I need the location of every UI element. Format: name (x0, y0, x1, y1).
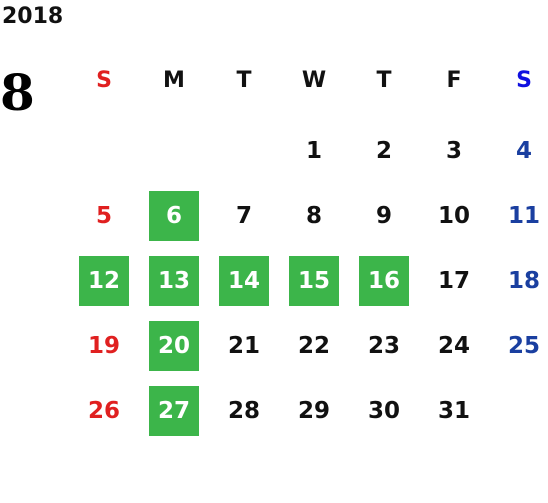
day-cell-14[interactable]: 14 (219, 256, 269, 306)
day-cell-16[interactable]: 16 (359, 256, 409, 306)
day-cell-28[interactable]: 28 (227, 397, 260, 424)
day-cell-12[interactable]: 12 (79, 256, 129, 306)
day-cell-31[interactable]: 31 (437, 397, 470, 424)
day-cell-10[interactable]: 10 (437, 202, 470, 229)
day-cell-26[interactable]: 26 (87, 397, 120, 424)
day-cell-6[interactable]: 6 (149, 191, 199, 241)
day-cell-27[interactable]: 27 (149, 386, 199, 436)
day-cell-21[interactable]: 21 (227, 332, 260, 359)
day-cell-24[interactable]: 24 (437, 332, 470, 359)
day-cell-11[interactable]: 11 (507, 202, 540, 229)
day-cell-5[interactable]: 5 (95, 202, 112, 229)
day-cell-8[interactable]: 8 (305, 202, 322, 229)
day-cell-20[interactable]: 20 (149, 321, 199, 371)
day-cell-1[interactable]: 1 (305, 137, 322, 164)
weekday-header-6: S (516, 68, 532, 93)
weekday-header-5: F (446, 68, 462, 93)
day-cell-23[interactable]: 23 (367, 332, 400, 359)
weekday-header-4: T (376, 68, 392, 93)
weekday-header-2: T (236, 68, 252, 93)
day-cell-7[interactable]: 7 (235, 202, 252, 229)
month-number: 8 (0, 63, 35, 122)
weekday-header-0: S (96, 68, 112, 93)
day-cell-30[interactable]: 30 (367, 397, 400, 424)
day-cell-15[interactable]: 15 (289, 256, 339, 306)
day-cell-25[interactable]: 25 (507, 332, 540, 359)
day-cell-4[interactable]: 4 (515, 137, 532, 164)
day-cell-13[interactable]: 13 (149, 256, 199, 306)
day-cell-19[interactable]: 19 (87, 332, 120, 359)
day-cell-3[interactable]: 3 (445, 137, 462, 164)
day-cell-22[interactable]: 22 (297, 332, 330, 359)
day-cell-18[interactable]: 18 (507, 267, 540, 294)
weekday-header-1: M (163, 68, 185, 93)
year-label: 2018 (2, 4, 64, 29)
day-cell-17[interactable]: 17 (437, 267, 470, 294)
day-cell-2[interactable]: 2 (375, 137, 392, 164)
weekday-header-3: W (301, 68, 327, 93)
day-cell-9[interactable]: 9 (375, 202, 392, 229)
day-cell-29[interactable]: 29 (297, 397, 330, 424)
